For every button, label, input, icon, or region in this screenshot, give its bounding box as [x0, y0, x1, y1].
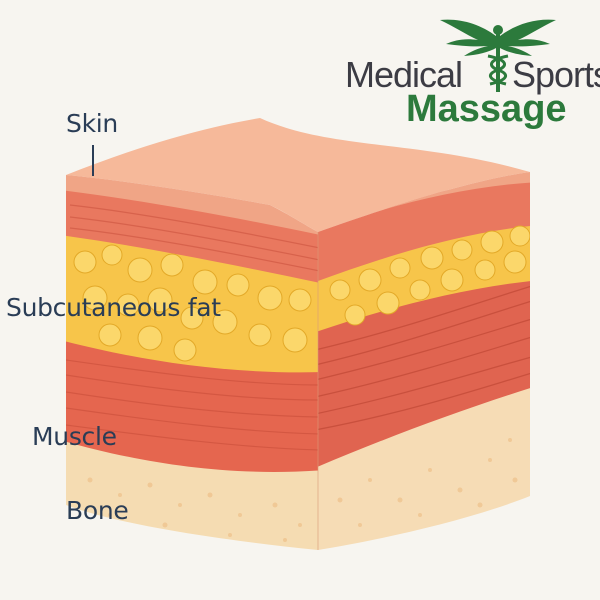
label-subcutaneous-fat: Subcutaneous fat: [6, 293, 221, 322]
dermis-fibers: [69, 204, 318, 272]
logo-text-medical: Medical: [345, 54, 463, 95]
tissue-block: [66, 118, 530, 550]
muscle-fibers-front: [66, 359, 318, 451]
skin-top-surface: [66, 118, 530, 232]
label-bone: Bone: [66, 496, 129, 525]
bone-speckles-side: [337, 438, 518, 527]
caduceus-icon: [440, 19, 556, 92]
muscle-fibers-side: [318, 284, 530, 431]
logo-text-massage: Massage: [406, 88, 567, 130]
label-muscle: Muscle: [32, 422, 117, 451]
fat-layer-side: [318, 222, 530, 334]
label-skin: Skin: [66, 109, 118, 138]
muscle-layer-side: [318, 272, 530, 470]
logo-text-sports: Sports: [512, 54, 600, 95]
skin-layer-front: [66, 175, 318, 236]
dermis-layer-side: [318, 178, 530, 284]
bone-speckles-front: [87, 477, 302, 542]
fat-globules: [73, 244, 312, 362]
fat-globules-side: [329, 225, 530, 326]
